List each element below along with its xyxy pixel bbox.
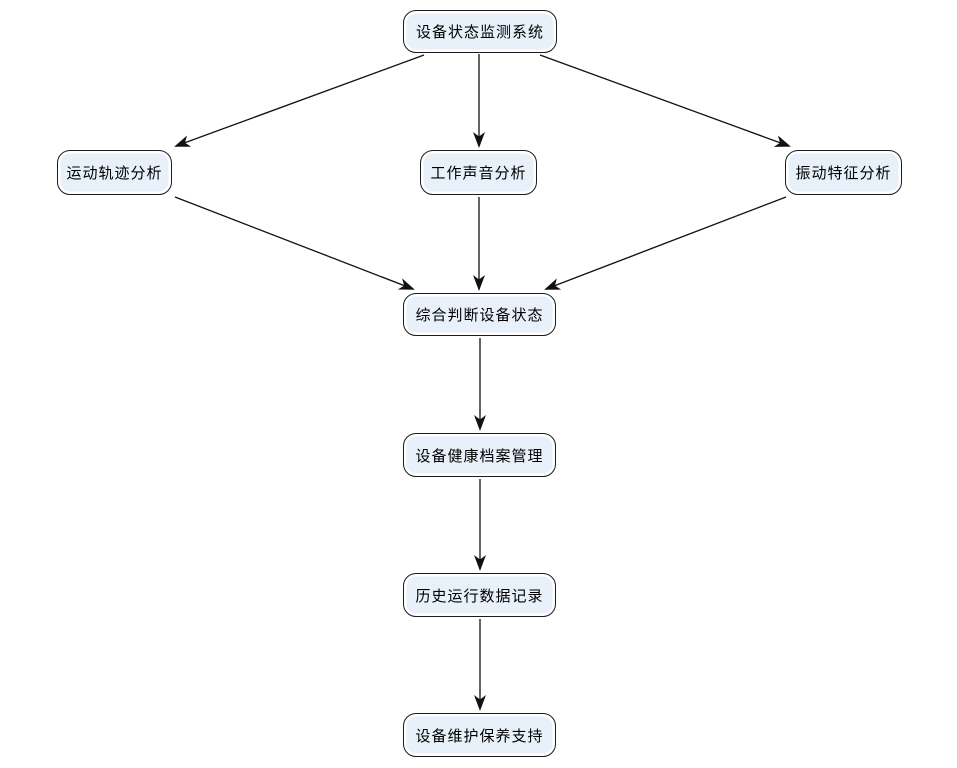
- edge-root-to-vibration: [539, 54, 791, 147]
- node-history-data-record: 历史运行数据记录: [403, 573, 556, 617]
- node-comprehensive-status-judgment: 综合判断设备状态: [403, 293, 556, 336]
- node-status-monitoring-system: 设备状态监测系统: [403, 10, 557, 53]
- node-work-sound-analysis: 工作声音分析: [420, 150, 537, 195]
- edge-root-to-motion: [174, 54, 425, 147]
- node-motion-trajectory-analysis: 运动轨迹分析: [57, 150, 172, 195]
- node-maintenance-support: 设备维护保养支持: [403, 713, 556, 757]
- edge-vibration-to-judge: [544, 196, 787, 290]
- edge-motion-to-judge: [174, 196, 415, 290]
- node-health-archive-management: 设备健康档案管理: [403, 433, 556, 477]
- node-vibration-feature-analysis: 振动特征分析: [785, 150, 902, 195]
